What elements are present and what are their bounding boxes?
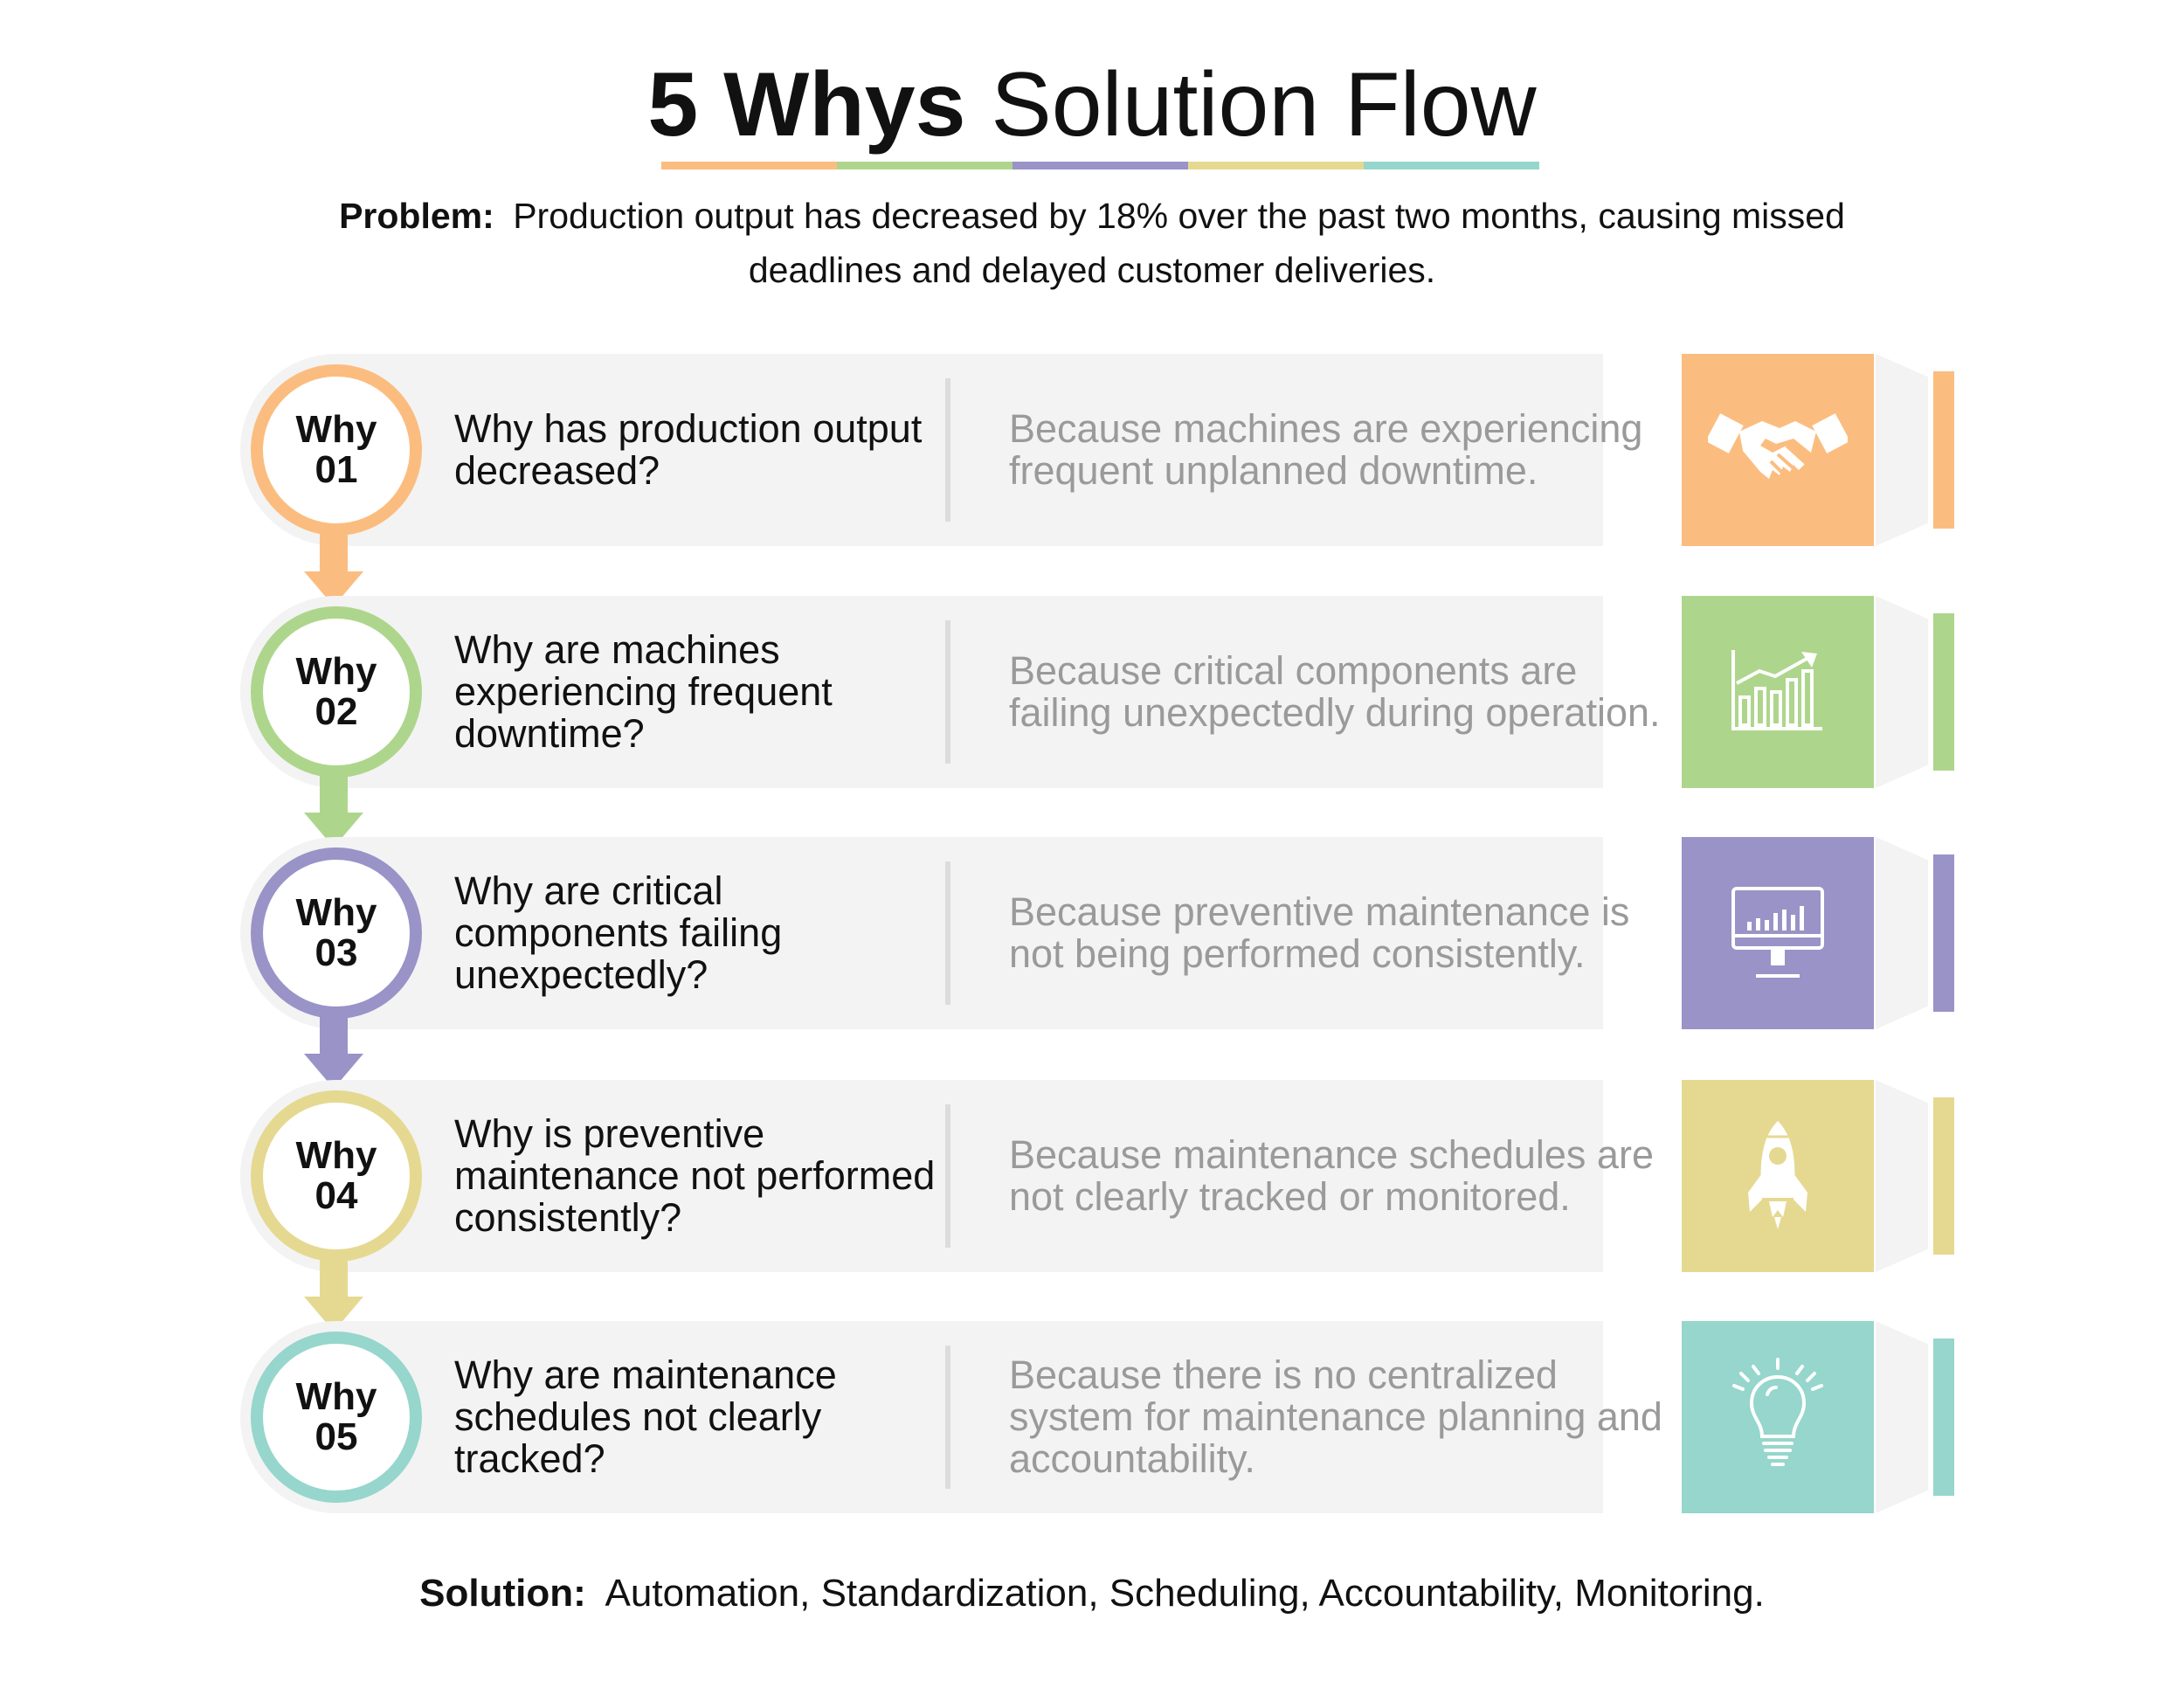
why-badge-number: 05 bbox=[314, 1415, 358, 1458]
row-band bbox=[336, 596, 1603, 788]
why-badge: Why 03 bbox=[251, 847, 422, 1019]
title-underline bbox=[661, 162, 1539, 169]
why-badge-number: 01 bbox=[314, 448, 358, 491]
why-question: Why is preventive maintenance not perfor… bbox=[454, 1111, 936, 1240]
why-question: Why are critical components failing unex… bbox=[454, 868, 783, 997]
page-title: 5 Whys Solution Flow bbox=[0, 52, 2184, 157]
why-badge-number: 02 bbox=[314, 690, 358, 733]
arrow-shaft bbox=[320, 1256, 348, 1300]
underline-segment-orange bbox=[661, 162, 837, 169]
row-marker bbox=[1933, 1339, 1954, 1496]
arrow-shaft bbox=[320, 531, 348, 575]
row-tip bbox=[1876, 1321, 1928, 1513]
why-row-2: Why 02 Why are machines experiencing fre… bbox=[240, 596, 1961, 788]
row-marker bbox=[1933, 854, 1954, 1012]
row-marker bbox=[1933, 1097, 1954, 1255]
underline-segment-purple bbox=[1013, 162, 1188, 169]
handshake-icon bbox=[1708, 413, 1848, 479]
row-divider bbox=[945, 620, 950, 764]
icon-box bbox=[1682, 837, 1874, 1029]
why-question: Why has production output decreased? bbox=[454, 406, 923, 493]
row-tip bbox=[1876, 1080, 1928, 1272]
row-divider bbox=[945, 1346, 950, 1489]
growth-chart-icon bbox=[1731, 650, 1822, 730]
underline-segment-yellow bbox=[1188, 162, 1364, 169]
row-tip bbox=[1876, 837, 1928, 1029]
title-bold: 5 Whys bbox=[647, 54, 966, 156]
why-row-1: Why 01 Why has production output decreas… bbox=[240, 354, 1961, 546]
why-badge-number: 03 bbox=[314, 931, 358, 974]
why-badge: Why 02 bbox=[251, 606, 422, 778]
why-row-5: Why 05 Why are maintenance schedules not… bbox=[240, 1321, 1961, 1513]
why-answer: Because maintenance schedules are not cl… bbox=[1009, 1132, 1654, 1219]
why-badge-word: Why bbox=[295, 650, 377, 693]
why-answer: Because there is no centralized system f… bbox=[1009, 1352, 1662, 1481]
why-answer: Because machines are experiencing freque… bbox=[1009, 406, 1643, 493]
row-marker bbox=[1933, 371, 1954, 529]
why-row-3: Why 03 Why are critical components faili… bbox=[240, 837, 1961, 1029]
why-badge: Why 05 bbox=[251, 1332, 422, 1503]
monitor-chart-icon bbox=[1731, 887, 1824, 978]
why-question: Why are maintenance schedules not clearl… bbox=[454, 1352, 837, 1481]
icon-box bbox=[1682, 1080, 1874, 1272]
row-band bbox=[336, 1080, 1603, 1272]
title-light: Solution Flow bbox=[991, 54, 1537, 156]
underline-segment-teal bbox=[1364, 162, 1539, 169]
why-badge-word: Why bbox=[295, 1134, 377, 1177]
row-divider bbox=[945, 1104, 950, 1248]
arrow-shaft bbox=[320, 772, 348, 816]
underline-segment-green bbox=[837, 162, 1013, 169]
why-question: Why are machines experiencing frequent d… bbox=[454, 627, 833, 756]
solution-statement: Solution: Automation, Standardization, S… bbox=[0, 1567, 2184, 1620]
icon-box bbox=[1682, 596, 1874, 788]
why-badge: Why 01 bbox=[251, 364, 422, 536]
solution-label: Solution: bbox=[419, 1572, 586, 1615]
row-band bbox=[336, 837, 1603, 1029]
why-badge: Why 04 bbox=[251, 1090, 422, 1262]
why-badge-word: Why bbox=[295, 408, 377, 451]
why-badge-word: Why bbox=[295, 1375, 377, 1418]
row-tip bbox=[1876, 354, 1928, 546]
why-row-4: Why 04 Why is preventive maintenance not… bbox=[240, 1080, 1961, 1272]
row-divider bbox=[945, 861, 950, 1005]
rocket-icon bbox=[1748, 1121, 1807, 1229]
problem-text: Production output has decreased by 18% o… bbox=[513, 196, 1845, 290]
row-tip bbox=[1876, 596, 1928, 788]
row-marker bbox=[1933, 613, 1954, 771]
why-answer: Because preventive maintenance is not be… bbox=[1009, 889, 1630, 976]
why-answer: Because critical components are failing … bbox=[1009, 648, 1661, 735]
row-band bbox=[336, 354, 1603, 546]
row-band bbox=[336, 1321, 1603, 1513]
row-divider bbox=[945, 378, 950, 522]
problem-statement: Problem: Production output has decreased… bbox=[262, 189, 1922, 297]
arrow-shaft bbox=[320, 1013, 348, 1057]
why-badge-word: Why bbox=[295, 891, 377, 934]
icon-box bbox=[1682, 1321, 1874, 1513]
lightbulb-icon bbox=[1732, 1358, 1823, 1466]
icon-box bbox=[1682, 354, 1874, 546]
problem-label: Problem: bbox=[339, 196, 494, 236]
why-badge-number: 04 bbox=[314, 1174, 358, 1217]
solution-text: Automation, Standardization, Scheduling,… bbox=[605, 1572, 1765, 1615]
